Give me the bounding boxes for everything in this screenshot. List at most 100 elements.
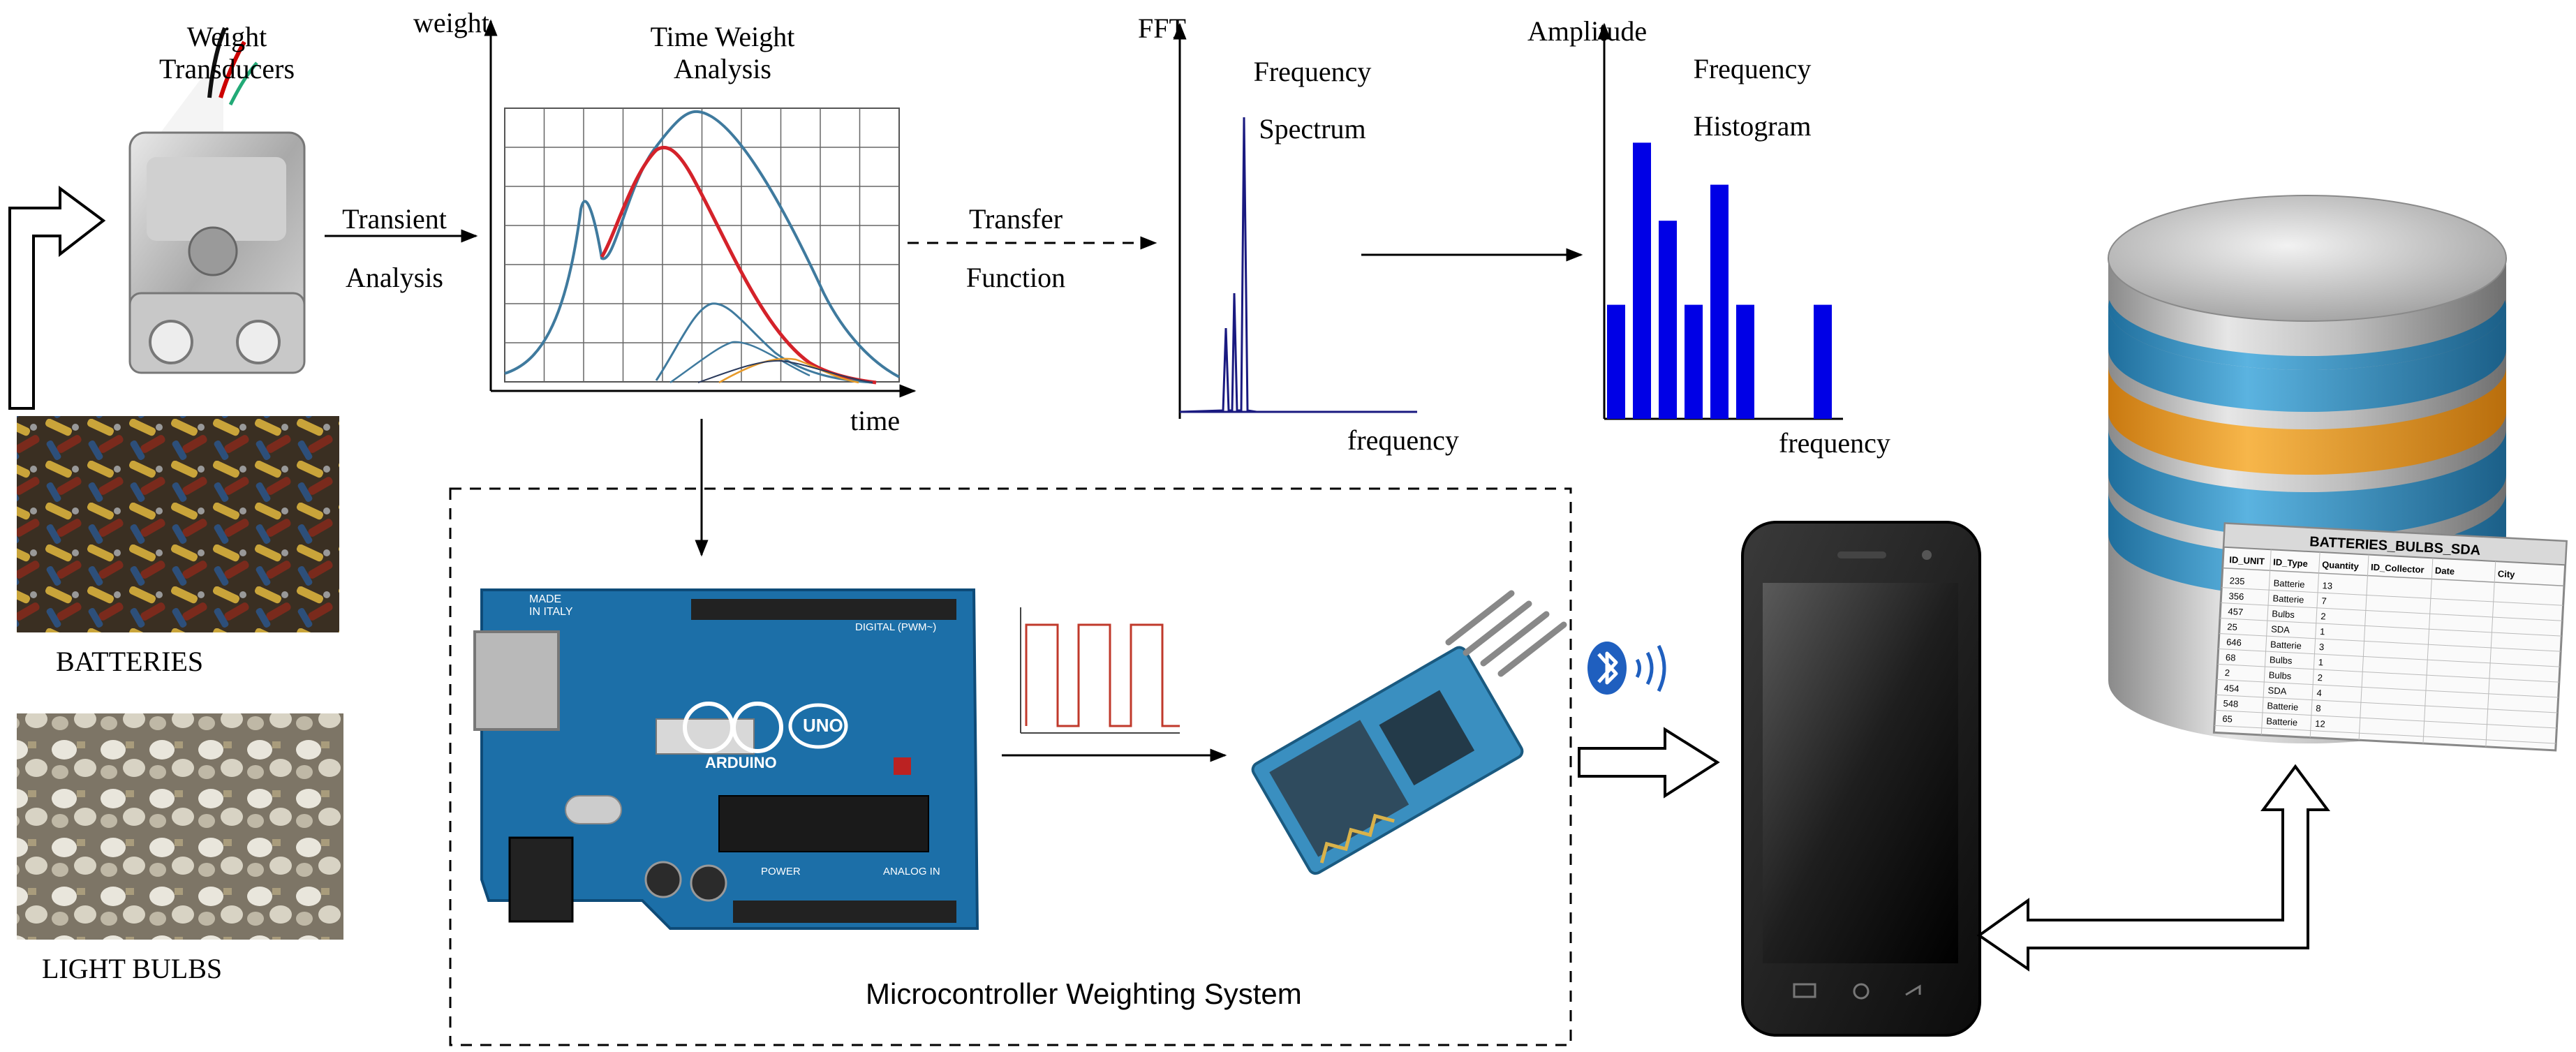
table-header-cell: City: [2497, 568, 2515, 579]
table-rule: [2219, 632, 2561, 652]
table-cell: 646: [2226, 637, 2242, 648]
microcontroller-system-box: [449, 487, 1572, 1046]
table-header-cell: ID_Type: [2273, 556, 2308, 569]
table-rule: [2221, 587, 2563, 606]
curve-dark: [697, 360, 873, 383]
curve-orange: [718, 357, 859, 384]
curve-blue-main: [504, 110, 900, 378]
weight-transducer-image: [128, 27, 306, 374]
table-rule: [2216, 679, 2559, 698]
smartphone: [1741, 521, 1981, 1037]
curve-teal-1: [655, 302, 873, 384]
table-col-rule: [2309, 551, 2320, 738]
microcontroller-system-title: Microcontroller Weighting System: [866, 977, 1302, 1010]
table-rule: [2216, 694, 2558, 713]
histogram-bar: [1659, 221, 1677, 419]
batteries-image: [17, 416, 339, 632]
table-cell: 68: [2226, 652, 2236, 663]
table-rule: [2221, 602, 2563, 621]
table-cell: 7: [2321, 595, 2327, 606]
batteries-label: BATTERIES: [56, 646, 204, 677]
table-rule: [2217, 663, 2559, 683]
table-cell: 2: [2320, 611, 2326, 621]
table-cell: 3: [2319, 642, 2325, 652]
table-cell: 356: [2228, 591, 2244, 602]
wireless-signal-icon: [1635, 644, 1666, 692]
spectrum-peak: [1179, 117, 1257, 413]
table-cell: 13: [2322, 580, 2332, 591]
table-header-cell: Quantity: [2322, 559, 2360, 572]
fft-axis-label: FFT: [1138, 13, 1186, 44]
table-header-cell: ID_UNIT: [2229, 554, 2265, 567]
table-cell: Batterie: [2266, 716, 2298, 727]
light-bulbs-image: [17, 713, 343, 940]
axis-label-frequency-spectrum: frequency: [1347, 424, 1459, 456]
table-rule: [2215, 709, 2557, 729]
fft-spectrum-plot: [1173, 22, 1417, 419]
table-cell: Batterie: [2273, 577, 2305, 589]
curve-red: [600, 145, 877, 385]
table-cell: 2: [2317, 672, 2323, 683]
table-cell: 12: [2315, 718, 2325, 729]
table-header-cell: ID_Collector: [2371, 562, 2425, 575]
table-rule: [2219, 618, 2562, 637]
axis-label-time: time: [850, 405, 901, 436]
arduino-uno-board: [473, 588, 979, 930]
arduino-brand-label: ARDUINO: [705, 754, 777, 771]
table-cell: 2: [2224, 667, 2230, 678]
table-cell: Batterie: [2270, 639, 2302, 651]
table-rule: [2222, 567, 2565, 587]
outline-bidirectional-arrow: [1976, 764, 2330, 972]
histogram-bar: [1710, 184, 1729, 419]
table-header-cell: Date: [2435, 565, 2455, 577]
table-col-rule: [2422, 558, 2434, 744]
light-bulbs-label: LIGHT BULBS: [42, 953, 223, 984]
table-cell: 235: [2229, 575, 2244, 586]
time-weight-plot: [484, 19, 917, 398]
table-cell: Batterie: [2267, 700, 2299, 712]
table-cell: 25: [2227, 621, 2237, 632]
outline-right-arrow: [1578, 727, 1720, 799]
frequency-histogram-plot: [1597, 22, 1843, 420]
histogram-bar: [1685, 304, 1703, 419]
table-col-rule: [2358, 554, 2369, 741]
table-cell: 548: [2223, 698, 2238, 709]
table-cell: 65: [2222, 713, 2233, 725]
bluetooth-module: [1251, 590, 1567, 875]
axis-label-frequency-histogram: frequency: [1779, 427, 1890, 459]
table-cell: Bulbs: [2268, 669, 2292, 681]
table-cell: SDA: [2267, 685, 2287, 696]
histogram-bar: [1814, 304, 1832, 419]
table-cell: Bulbs: [2272, 608, 2295, 620]
arduino-power-label: POWER: [761, 866, 801, 877]
table-cell: 1: [2320, 626, 2325, 637]
table-cell: 4: [2316, 688, 2322, 698]
arduino-analog-label: ANALOG IN: [883, 866, 940, 877]
amplitude-axis-label: Amplitude: [1527, 15, 1648, 47]
table-cell: 457: [2228, 606, 2243, 617]
table-rule: [2214, 725, 2556, 744]
bluetooth-icon: [1587, 642, 1627, 695]
histogram-bar: [1633, 142, 1651, 419]
square-wave-signal: [1020, 607, 1180, 734]
table-cell: 454: [2223, 683, 2239, 694]
table-rule: [2218, 648, 2561, 667]
table-col-rule: [2485, 561, 2496, 747]
curve-teal-2: [669, 341, 810, 384]
table-cell: Batterie: [2272, 593, 2304, 605]
table-cell: Bulbs: [2270, 654, 2293, 666]
arduino-digital-label: DIGITAL (PWM~): [855, 621, 937, 633]
arduino-model-label: UNO: [803, 715, 843, 736]
table-col-rule: [2260, 549, 2272, 735]
axis-label-weight: weight: [413, 7, 489, 38]
